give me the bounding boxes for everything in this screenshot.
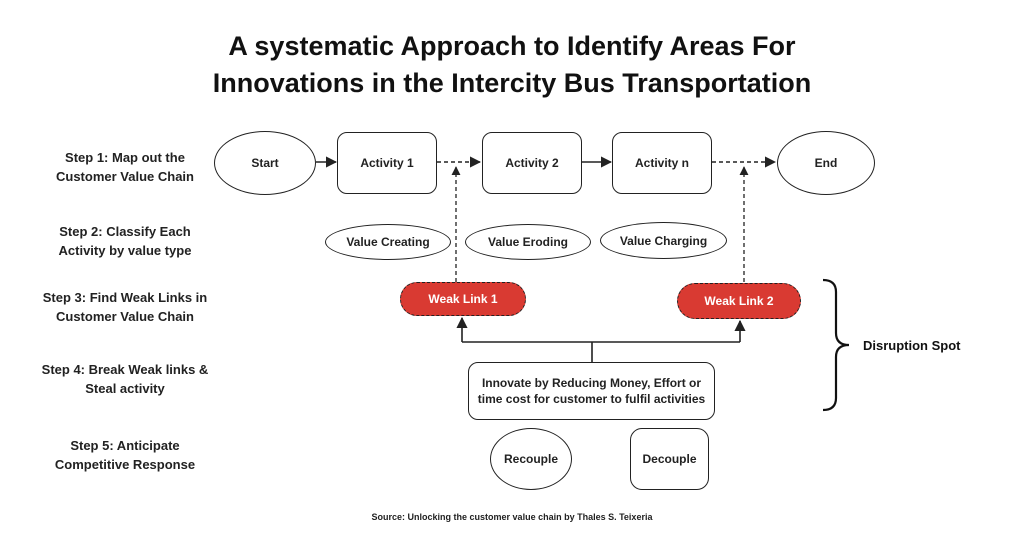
activity-n-node: Activity n [612, 132, 712, 194]
start-label: Start [251, 156, 279, 170]
disruption-spot-label: Disruption Spot [863, 338, 961, 353]
step-1-line-2: Customer Value Chain [56, 169, 194, 184]
step-2-line-1: Step 2: Classify Each [59, 224, 191, 239]
activity-2-label: Activity 2 [505, 156, 559, 170]
end-node: End [777, 131, 875, 195]
recouple-node: Recouple [490, 428, 572, 490]
step-4-line-2: Steal activity [85, 381, 165, 396]
step-2-line-2: Activity by value type [58, 243, 192, 258]
value-eroding-label: Value Eroding [487, 235, 568, 249]
step-5-label: Step 5: Anticipate Competitive Response [5, 436, 245, 474]
title-line-1: A systematic Approach to Identify Areas … [228, 31, 796, 61]
step-3-line-1: Step 3: Find Weak Links in [42, 290, 208, 305]
activity-n-label: Activity n [634, 156, 689, 170]
step-1-label: Step 1: Map out the Customer Value Chain [5, 148, 245, 186]
value-charging-node: Value Charging [600, 222, 727, 259]
end-label: End [814, 156, 838, 170]
step-1-line-1: Step 1: Map out the [65, 150, 185, 165]
recouple-label: Recouple [503, 452, 558, 466]
decouple-node: Decouple [630, 428, 709, 490]
step-3-label: Step 3: Find Weak Links in Customer Valu… [5, 288, 245, 326]
weak-link-2-label: Weak Link 2 [704, 294, 774, 308]
step-2-label: Step 2: Classify Each Activity by value … [5, 222, 245, 260]
weak-link-2-node: Weak Link 2 [677, 283, 801, 319]
value-creating-node: Value Creating [325, 224, 451, 260]
step-4-line-1: Step 4: Break Weak links & [41, 362, 209, 377]
step-5-line-2: Competitive Response [54, 457, 196, 472]
activity-1-node: Activity 1 [337, 132, 437, 194]
decouple-label: Decouple [642, 452, 697, 466]
activity-2-node: Activity 2 [482, 132, 582, 194]
step-5-line-1: Step 5: Anticipate [70, 438, 180, 453]
step-3-line-2: Customer Value Chain [56, 309, 194, 324]
disruption-brace [822, 278, 850, 412]
innovation-node: Innovate by Reducing Money, Effort or ti… [468, 362, 715, 420]
title-line-2: Innovations in the Intercity Bus Transpo… [212, 68, 812, 98]
innovation-label: Innovate by Reducing Money, Effort or ti… [477, 376, 706, 406]
diagram-title: A systematic Approach to Identify Areas … [0, 28, 1024, 102]
source-citation: Source: Unlocking the customer value cha… [371, 512, 653, 522]
value-creating-label: Value Creating [346, 235, 430, 249]
weak-link-1-label: Weak Link 1 [428, 292, 498, 306]
start-node: Start [214, 131, 316, 195]
weak-link-1-node: Weak Link 1 [400, 282, 526, 316]
activity-1-label: Activity 1 [360, 156, 414, 170]
value-eroding-node: Value Eroding [465, 224, 591, 260]
step-4-label: Step 4: Break Weak links & Steal activit… [5, 360, 245, 398]
value-charging-label: Value Charging [619, 233, 708, 248]
